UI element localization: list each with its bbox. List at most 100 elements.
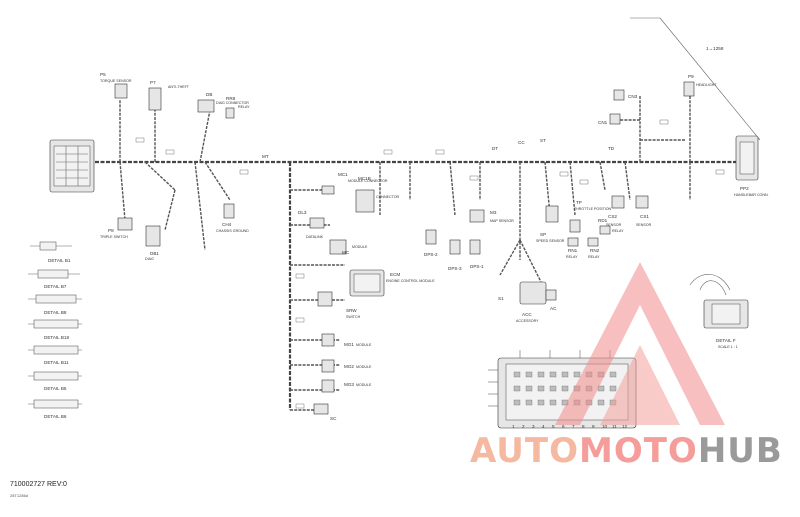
connector-cn3: CN3 xyxy=(613,89,638,101)
watermark-text: AUTOMOTOHUB xyxy=(470,431,783,471)
connector-st-id: ST xyxy=(540,138,546,143)
connector-p7-caption: ANTI-THEFT xyxy=(168,85,190,89)
reference-callout-label: 1→1258 xyxy=(706,46,724,51)
connector-sc: SC xyxy=(313,403,337,421)
connector-mc1b-id: MC1B xyxy=(358,176,371,181)
connector-dl3-caption: DATALINK xyxy=(306,235,324,239)
detail-b5: DETAIL B5 xyxy=(28,371,82,391)
connector-p7: P7 ANTI-THEFT xyxy=(148,80,190,111)
part-number: 710002727 REV:0 xyxy=(10,481,67,488)
connector-st: ST xyxy=(540,138,546,143)
connector-ecm: ECM ENGINE CONTROL MODULE xyxy=(349,269,435,297)
connector-mg2-caption: MODULE xyxy=(356,365,372,369)
connector-pp2-id: PP2 xyxy=(740,186,749,191)
ecm-pin-5: 5 xyxy=(552,424,555,429)
connector-cs2-id: CS2 xyxy=(608,214,617,219)
connector-cs1-id: CS1 xyxy=(640,214,649,219)
connector-rn1-caption: RELAY xyxy=(566,255,578,259)
connector-rd1-id: RD1 xyxy=(598,218,608,223)
connector-mg2-id: MG2 xyxy=(344,364,354,369)
ecm-pin-9: 9 xyxy=(592,424,595,429)
detail-b11-label: DETAIL B11 xyxy=(44,360,69,365)
connector-sp: SP SPEED SENSOR xyxy=(536,219,581,243)
connector-p5-caption: TORQUE SENSOR xyxy=(100,79,132,83)
connector-tp-caption: THROTTLE POSITION xyxy=(574,207,612,211)
ecm-pin-4: 4 xyxy=(542,424,545,429)
connector-tp: TP THROTTLE POSITION xyxy=(545,200,612,223)
connector-db: DB DIAG CONNECTOR xyxy=(197,92,249,113)
connector-dps-2: DPS-2 xyxy=(424,229,438,257)
connector-db1-caption: DIAG xyxy=(145,257,154,261)
detail-b1: DETAIL B1 xyxy=(30,241,72,263)
connector-db1-id: DB1 xyxy=(150,251,159,256)
detail-b6: DETAIL B6 xyxy=(28,399,82,419)
detail-b6-label: DETAIL B6 xyxy=(44,414,67,419)
connector-srw-id: SRW xyxy=(346,308,357,313)
connector-ecm-id: ECM xyxy=(390,272,400,277)
connector-db1: DB1 DIAG xyxy=(145,225,161,261)
connector-p5-id: P5 xyxy=(100,72,106,77)
connector-td-id: TD xyxy=(608,146,615,151)
connector-mc1b: MC1B CONNECTOR xyxy=(355,176,399,213)
connector-mc1-id: MC1 xyxy=(338,172,348,177)
connector-dps-3-id: DPS-3 xyxy=(448,266,462,271)
connector-mg3-id: MG3 xyxy=(344,382,354,387)
connector-mc-caption: MODULE xyxy=(352,245,368,249)
connector-mg3-caption: MODULE xyxy=(356,383,372,387)
connector-cn1: CN1 xyxy=(598,113,621,125)
connector-srw: SRW SWITCH xyxy=(317,291,361,319)
connector-cs2: CS2 SENSOR xyxy=(606,195,625,227)
connector-rn2-caption: RELAY xyxy=(588,255,600,259)
connector-m3: M3 MAP SENSOR xyxy=(469,209,514,223)
connector-rd1-caption: RELAY xyxy=(612,229,624,233)
detail-b18: DETAIL B18 xyxy=(28,319,82,340)
detail-b8: DETAIL B8 xyxy=(28,294,82,315)
connector-rn1: RN1 RELAY xyxy=(566,237,579,259)
detail-b1-label: DETAIL B1 xyxy=(48,258,71,263)
connector-mt: MT xyxy=(262,154,269,159)
connector-mg3: MG3 MODULE xyxy=(321,379,372,393)
connector-cc: CC xyxy=(518,140,525,145)
connector-cn1-id: CN1 xyxy=(598,120,608,125)
ecm-pin-1: 1 xyxy=(512,424,515,429)
wire-tags xyxy=(135,119,725,409)
connector-cn3-id: CN3 xyxy=(628,94,638,99)
connector-ac: AC xyxy=(545,289,557,311)
connector-acc: ACC ACCESSORY xyxy=(516,281,547,323)
connector-p8: P8 TRIPLE SWITCH xyxy=(100,217,133,239)
detail-b7: DETAIL B7 xyxy=(28,269,80,289)
ecm-pin-10: 10 xyxy=(602,424,608,429)
ecm-pin-7: 7 xyxy=(572,424,575,429)
connector-dps-1: DPS-1 xyxy=(469,239,484,269)
connector-p9-id: P9 xyxy=(688,74,694,79)
connector-dps-3: DPS-3 xyxy=(448,239,462,271)
connector-p9: P9 HEADLIGHT xyxy=(683,74,717,97)
connector-s1-id: S1 xyxy=(498,296,504,301)
detail-views: DETAIL B1 DETAIL B7 DETAIL B8 DETAIL B18… xyxy=(28,241,82,419)
connector-m3-id: M3 xyxy=(490,210,497,215)
connector-acc-id: ACC xyxy=(522,312,532,317)
connector-rd1: RD1 RELAY xyxy=(598,218,624,235)
connector-cs1: CS1 SENSOR xyxy=(635,195,652,227)
connector-p7-id: P7 xyxy=(150,80,156,85)
connector-p8-caption: TRIPLE SWITCH xyxy=(100,235,128,239)
connector-mc1: MC1 MODULE CONNECTOR xyxy=(321,172,388,195)
ecm-pin-6: 6 xyxy=(562,424,565,429)
connector-ch4-caption: CHASSIS GROUND xyxy=(216,229,249,233)
connector-srw-caption: SWITCH xyxy=(346,315,361,319)
connector-db-id: DB xyxy=(206,92,212,97)
connector-s1: S1 xyxy=(498,296,504,301)
connector-mc1b-caption: CONNECTOR xyxy=(376,195,399,199)
connector-tp-id: TP xyxy=(576,200,582,205)
main-harness xyxy=(95,95,746,411)
connector-mt-id: MT xyxy=(262,154,269,159)
connector-db-caption: DIAG CONNECTOR xyxy=(216,101,249,105)
connector-rn2: RN2 RELAY xyxy=(587,237,600,259)
detail-b18-label: DETAIL B18 xyxy=(44,335,69,340)
connector-ch4-id: CH4 xyxy=(222,222,232,227)
connector-ac-id: AC xyxy=(550,306,557,311)
connector-acc-caption: ACCESSORY xyxy=(516,319,539,323)
connector-td: TD xyxy=(608,146,615,151)
watermark-logo xyxy=(555,262,725,425)
